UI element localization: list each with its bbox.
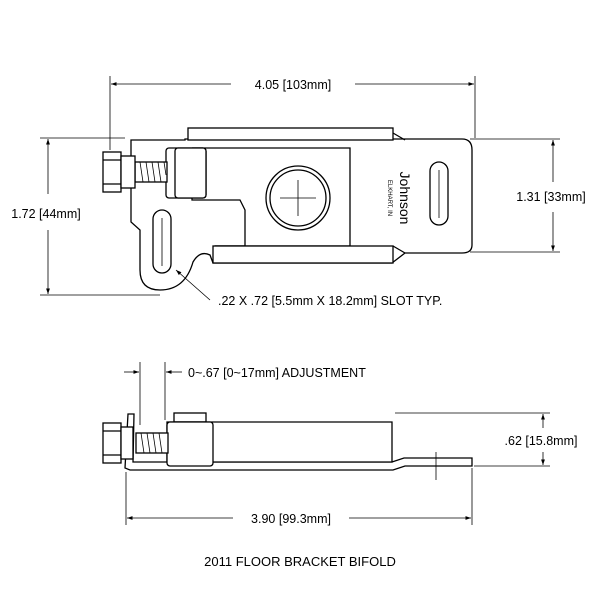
top-view: 4.05 [103mm] 1.72 [44mm] 1.31 [33mm]	[11, 74, 586, 308]
side-view: 0~.67 [0~17mm] ADJUSTMENT	[102, 362, 578, 528]
threaded-rod	[134, 161, 168, 183]
body-height-label: 1.31 [33mm]	[516, 190, 585, 204]
adjustment-label: 0~.67 [0~17mm] ADJUSTMENT	[188, 366, 366, 380]
drawing-title: 2011 FLOOR BRACKET BIFOLD	[204, 554, 396, 569]
hex-bolt-head	[102, 151, 136, 193]
dimension-overall-height: 1.72 [44mm]	[11, 137, 160, 296]
dimension-body-height: 1.31 [33mm]	[470, 138, 586, 253]
slot-note-label: .22 X .72 [5.5mm X 18.2mm] SLOT TYP.	[218, 294, 442, 308]
side-adjuster-block	[166, 421, 214, 467]
dimension-adjustment: 0~.67 [0~17mm] ADJUSTMENT	[124, 362, 366, 425]
top-rail	[187, 127, 394, 141]
side-top-rail	[173, 412, 207, 423]
side-width-label: 3.90 [99.3mm]	[251, 512, 331, 526]
dimension-side-width: 3.90 [99.3mm]	[125, 468, 473, 528]
side-hex-bolt	[102, 422, 134, 464]
dimension-overall-width: 4.05 [103mm]	[109, 74, 476, 150]
overall-width-label: 4.05 [103mm]	[255, 78, 331, 92]
side-base-plate	[124, 413, 473, 471]
side-threaded-rod	[135, 432, 169, 454]
screw-head	[265, 165, 331, 231]
overall-height-label: 1.72 [44mm]	[11, 207, 80, 221]
brand-mark: Johnson ELKHART, IN	[386, 172, 413, 225]
bottom-rail	[212, 245, 394, 264]
slot-note: .22 X .72 [5.5mm X 18.2mm] SLOT TYP.	[175, 269, 442, 308]
brand-name: Johnson	[397, 172, 413, 225]
brand-location: ELKHART, IN	[386, 180, 392, 216]
dimension-side-height: .62 [15.8mm]	[395, 412, 578, 467]
side-height-label: .62 [15.8mm]	[505, 434, 578, 448]
